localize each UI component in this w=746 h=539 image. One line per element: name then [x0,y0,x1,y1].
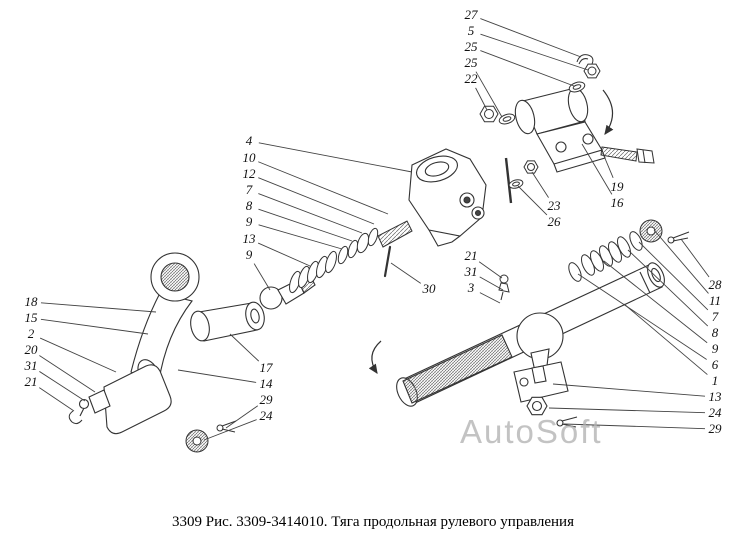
spring-left [289,250,337,294]
leader-line [638,241,709,311]
leader-line [603,260,708,344]
leader-line [517,185,548,216]
leader-line [581,143,613,195]
arm-sleeve [190,301,265,342]
leader-line [39,355,96,393]
leader-line [229,333,260,362]
figure-caption: 3309 Рис. 3309-3414010. Тяга продольная … [172,514,574,530]
leader-line [479,276,504,291]
leader-line [177,369,257,383]
leader-line [258,142,413,173]
leader-line [475,71,503,118]
leader-line [390,262,422,284]
leader-line [623,303,708,375]
leader-line [258,224,343,250]
leader-lines [39,18,710,441]
leader-line [531,171,549,198]
leader-line [258,193,363,234]
leader-line [548,407,706,414]
leader-line [253,263,271,291]
adjuster-parts [185,420,237,453]
leader-line [39,387,75,412]
leader-line [653,229,709,294]
leader-line [39,371,86,402]
leader-line [480,50,575,87]
upper-bracket [514,87,606,173]
leader-line [40,318,149,335]
grease-fitting [498,274,510,301]
stud-and-pin [377,220,413,278]
leader-line [258,208,353,242]
leader-line [603,155,614,178]
leader-line [680,238,710,278]
leader-line [258,161,389,215]
pitman-arm [68,252,200,435]
leader-line [258,177,375,225]
leader-line [577,273,707,360]
leader-line [225,405,259,429]
direction-arrows [368,89,614,374]
leader-line [257,242,311,267]
leader-line [480,18,582,58]
center-bracket [408,148,513,247]
leader-line [480,33,589,71]
leader-line [563,423,706,430]
leader-line [475,87,488,111]
leader-line [203,419,257,441]
leader-line [627,249,709,327]
leader-line [479,292,501,304]
ball-joint-bottom [513,348,578,428]
leader-line [39,337,117,373]
leader-line [478,261,503,279]
leader-line [40,302,157,313]
tube-internals [568,219,690,282]
leader-line [552,383,706,397]
flange-bolt [600,146,655,164]
washers-left [337,227,379,265]
top-fasteners [479,54,601,189]
